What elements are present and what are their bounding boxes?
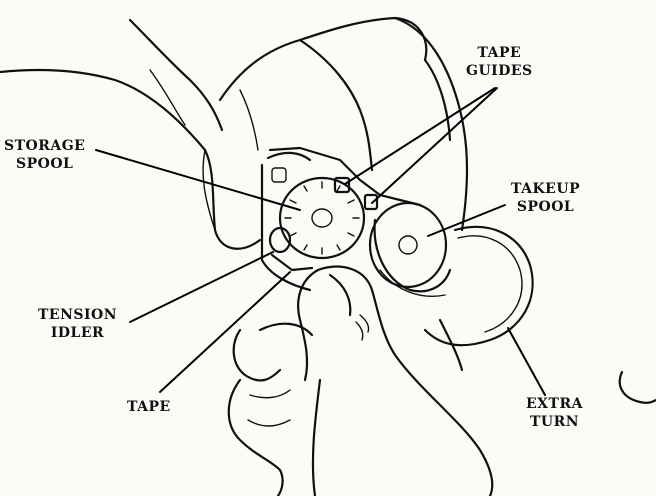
label-tape-guides-line1: TAPE: [466, 44, 533, 62]
leader-tape: [160, 272, 290, 392]
label-tape: TAPE: [127, 398, 171, 416]
label-tape-guides: TAPE GUIDES: [466, 44, 533, 80]
leader-lines: [96, 88, 545, 395]
label-extra-turn-line1: EXTRA: [526, 395, 583, 413]
stray-mark: [620, 372, 656, 403]
label-takeup-spool: TAKEUP SPOOL: [511, 180, 580, 216]
label-takeup-spool-line2: SPOOL: [511, 198, 580, 216]
leader-tension-idler: [130, 252, 273, 322]
storage-spool-drawing: [280, 178, 364, 258]
label-storage-spool-line1: STORAGE: [4, 137, 85, 155]
label-storage-spool: STORAGE SPOOL: [4, 137, 85, 173]
label-tension-idler-line2: IDLER: [38, 324, 117, 342]
lower-hand-drawing: [229, 267, 493, 496]
label-tape-text: TAPE: [127, 398, 171, 416]
label-extra-turn-line2: TURN: [526, 413, 583, 431]
label-extra-turn: EXTRA TURN: [526, 395, 583, 431]
leader-extra-turn: [508, 328, 545, 395]
leader-storage-spool: [96, 150, 300, 210]
takeup-spool-drawing: [370, 203, 450, 296]
label-tape-guides-line2: GUIDES: [466, 62, 533, 80]
label-storage-spool-line2: SPOOL: [4, 155, 85, 173]
extra-turn-loop-drawing: [425, 227, 533, 345]
leader-tape-guides-2: [372, 88, 497, 203]
label-tension-idler: TENSION IDLER: [38, 306, 117, 342]
upper-hand-drawing: [0, 18, 467, 249]
label-takeup-spool-line1: TAKEUP: [511, 180, 580, 198]
label-tension-idler-line1: TENSION: [38, 306, 117, 324]
tension-idler-drawing: [270, 228, 312, 270]
device-housing: [262, 148, 420, 290]
